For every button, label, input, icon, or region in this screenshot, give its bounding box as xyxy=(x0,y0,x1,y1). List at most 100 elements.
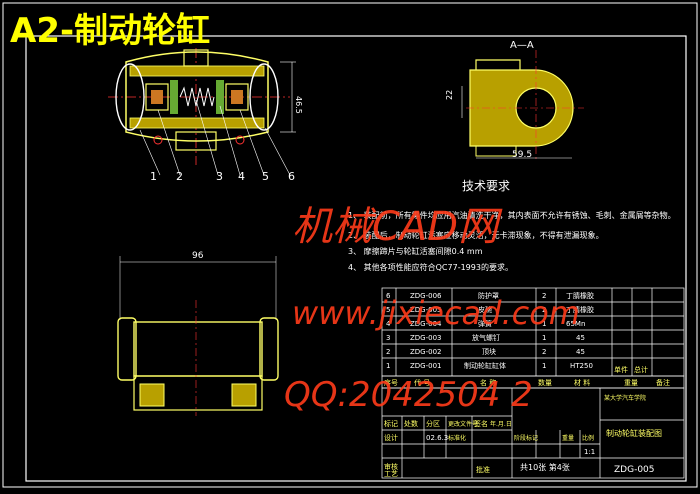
bom-row-num: 4 xyxy=(386,320,391,328)
tb-review-label: 审核 xyxy=(384,462,398,471)
tb-design-label: 设计 xyxy=(384,433,398,442)
tech-item-4: 4、 其他各项性能应符合QC77-1993的要求。 xyxy=(348,262,513,272)
bom-row-code: ZDG-006 xyxy=(410,292,442,300)
title-block-text: 标记 处数 分区 更改文件号 签名 年.月.日 设计 02.6.3 标准化 审核… xyxy=(384,394,662,478)
tb-drawing-name: 制动轮缸装配图 xyxy=(606,428,662,438)
dim-46-5: 46.5 xyxy=(294,96,303,114)
cup-right xyxy=(216,80,224,114)
bom-row-qty: 2 xyxy=(542,306,546,314)
tech-item-2: 2、 装配后，制动轮缸活塞应移动灵活，无卡滞现象，不得有泄漏现象。 xyxy=(348,230,604,240)
bom-header-note: 备注 xyxy=(656,378,670,387)
bom-row-code: ZDG-001 xyxy=(410,362,442,370)
tb-approve-label: 批准 xyxy=(476,465,490,474)
watermark-url: www.jixiecad.com xyxy=(292,294,580,332)
bom-header-total-weight: 总计 xyxy=(634,365,648,374)
bom-row-code: ZDG-002 xyxy=(410,348,442,356)
tb-count-label: 处数 xyxy=(404,419,418,428)
tb-scale-value: 1:1 xyxy=(584,448,595,456)
section-view-a-a: A—A 22 59.5 xyxy=(445,40,584,160)
boot-left xyxy=(115,63,145,131)
bom-row-material: 45 xyxy=(576,348,585,356)
tech-heading: 技术要求 xyxy=(462,179,510,193)
bom-header-code: 代 号 xyxy=(414,378,430,387)
bom-row-name: 防护罩 xyxy=(478,291,499,300)
wall-hatch-bottom xyxy=(129,117,265,129)
tb-mark-label: 标记 xyxy=(384,419,398,428)
side-view: 96 xyxy=(117,251,279,416)
boot-right xyxy=(249,63,279,131)
tb-design-date: 02.6.3 xyxy=(426,434,448,442)
bom-row-material: 丁腈橡胶 xyxy=(566,291,594,300)
balloon-3: 3 xyxy=(216,170,223,183)
side-boot-left xyxy=(117,317,137,381)
tb-org: 某大学汽车学院 xyxy=(604,394,646,402)
tb-sheets: 共10张 第4张 xyxy=(520,462,570,472)
tb-stage-label: 阶段标记 xyxy=(514,434,538,442)
piston-right-core xyxy=(231,90,243,104)
dim-59-5: 59.5 xyxy=(512,150,532,160)
bom-row-name: 皮碗 xyxy=(478,305,492,314)
side-flange xyxy=(133,375,263,411)
bom-header-unit-weight: 单件 xyxy=(614,365,628,374)
tb-date-label: 年.月.日 xyxy=(490,420,512,428)
section-view-main: 46.5 1 2 3 4 5 6 xyxy=(108,48,303,183)
bom-row-code: ZDG-005 xyxy=(410,306,442,314)
bom-header-weight: 重量 xyxy=(624,379,638,387)
bom-header-material: 材 料 xyxy=(574,378,590,387)
tech-item-3: 3、 摩擦蹄片与轮缸活塞间隙0.4 mm xyxy=(348,246,483,256)
balloon-5: 5 xyxy=(262,170,269,183)
balloon-6: 6 xyxy=(288,170,295,183)
inner-frame xyxy=(25,35,687,482)
piston-right xyxy=(225,83,249,111)
side-boot-right xyxy=(259,317,279,381)
tb-drawing-no: ZDG-005 xyxy=(614,465,655,475)
bom-row-qty: 2 xyxy=(542,292,546,300)
bom-header-num: 序号 xyxy=(384,378,398,387)
bom-row-qty: 2 xyxy=(542,348,546,356)
bom-row-name: 弹簧 xyxy=(478,319,492,328)
bom-row-material: HT250 xyxy=(570,362,593,370)
bom-row-num: 5 xyxy=(386,306,390,314)
bolt-hole-left xyxy=(153,135,163,145)
cup-left xyxy=(170,80,178,114)
bom-header-qty: 数量 xyxy=(538,378,552,387)
bom-row-name: 制动轮缸缸体 xyxy=(464,361,506,370)
balloon-2: 2 xyxy=(176,170,183,183)
bom-row-name: 放气螺钉 xyxy=(472,333,500,342)
bom-row-num: 1 xyxy=(386,362,390,370)
tb-doc-label: 更改文件号 xyxy=(448,420,478,428)
section-label: A—A xyxy=(510,40,534,51)
bom-row-material: 丁腈橡胶 xyxy=(566,305,594,314)
tb-weight-label: 重量 xyxy=(562,434,574,442)
tb-sign-label: 签名 xyxy=(474,419,488,428)
technical-requirements: 技术要求 1、 装配前，所有零件均应用汽油清洗干净，其内表面不允许有锈蚀、毛刺、… xyxy=(348,179,676,272)
mount-flange xyxy=(175,131,217,151)
spring xyxy=(179,86,215,107)
bom-row-name: 顶块 xyxy=(482,347,496,356)
bleeder-boss xyxy=(183,49,209,67)
drawing-title: A2-制动轮缸 xyxy=(10,11,210,51)
bom-rows: 6 ZDG-006 防护罩 2 丁腈橡胶 5 ZDG-005 皮碗 2 丁腈橡胶… xyxy=(386,291,594,370)
bolt-hole-right xyxy=(235,135,245,145)
watermark: 机械CAD网 www.jixiecad.com QQ:2042504 2 xyxy=(284,204,580,415)
outer-frame xyxy=(2,2,698,488)
watermark-brand: 机械CAD网 xyxy=(292,204,503,250)
bom-row-num: 3 xyxy=(386,334,390,342)
tech-item-1: 1、 装配前，所有零件均应用汽油清洗干净，其内表面不允许有锈蚀、毛刺、金属屑等杂… xyxy=(348,210,676,220)
tb-scale-label: 比例 xyxy=(582,434,594,442)
piston-left-core xyxy=(151,90,163,104)
dim-22: 22 xyxy=(445,90,454,100)
tb-process-label: 工艺 xyxy=(384,470,398,478)
bom-row-material: 45 xyxy=(576,334,585,342)
watermark-qq: QQ:2042504 2 xyxy=(284,375,533,415)
tb-zone-label: 分区 xyxy=(426,419,440,428)
bom-row-qty: 1 xyxy=(542,334,546,342)
balloon-4: 4 xyxy=(238,170,245,183)
bom-row-qty: 1 xyxy=(542,362,546,370)
bom-row-qty: 1 xyxy=(542,320,546,328)
balloon-1: 1 xyxy=(150,170,157,183)
bom-header-name: 名 称 xyxy=(480,378,496,387)
title-block xyxy=(381,387,685,479)
